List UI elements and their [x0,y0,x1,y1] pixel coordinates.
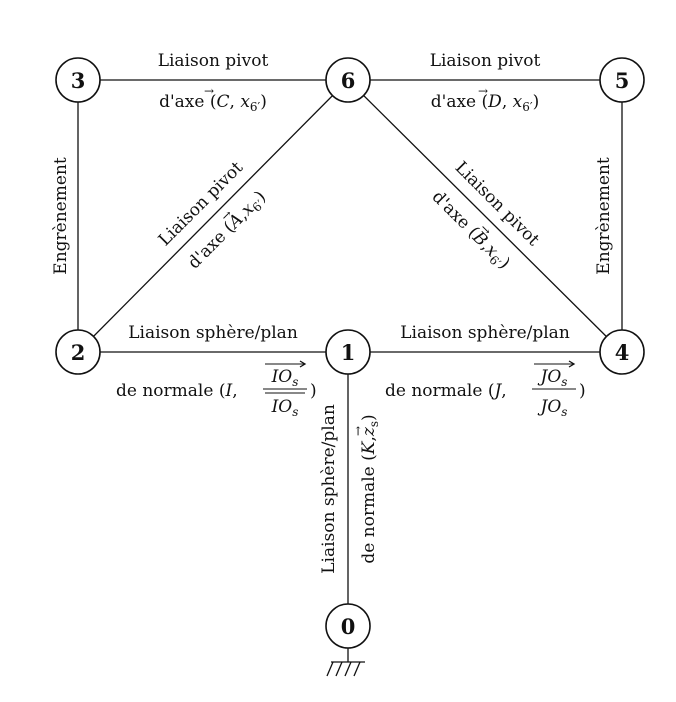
node-4[interactable]: 4 [599,329,645,375]
vector-arrow: → [351,426,365,436]
node-2-label: 2 [71,340,86,365]
label-1-4-line1: Liaison sphère/plan [400,323,570,343]
node-4-label: 4 [615,340,630,365]
label-2-1-line1: Liaison sphère/plan [128,323,298,343]
label-3-6-line1: Liaison pivot [158,51,269,71]
node-3[interactable]: 3 [55,57,101,103]
node-2[interactable]: 2 [55,329,101,375]
node-0-label: 0 [341,614,356,639]
svg-text:IOs: IOs [271,367,299,389]
node-1-label: 1 [341,340,356,365]
label-5-4: Engrènement [594,157,614,275]
svg-text:de normale (I,: de normale (I, [116,381,238,401]
svg-text:de normale (J,: de normale (J, [385,381,507,401]
label-3-2: Engrènement [51,157,71,275]
vector-arrow: → [204,84,214,98]
svg-text:JOs: JOs [538,397,568,419]
svg-text:JOs: JOs [538,367,568,389]
node-6[interactable]: 6 [325,57,371,103]
svg-text:): ) [310,381,317,401]
svg-text:): ) [579,381,586,401]
label-6-5-line1: Liaison pivot [430,51,541,71]
node-1[interactable]: 1 [325,329,371,375]
label-3-6-line2: d'axe (C, x6′) [159,92,267,114]
label-6-5-line2: d'axe (D, x6′) [431,92,539,114]
node-3-label: 3 [71,68,86,93]
node-0[interactable]: 0 [325,603,371,649]
node-5-label: 5 [615,68,630,93]
edge-6-2 [77,79,349,353]
label-2-1-line2: de normale (I, IOs IOs ) [116,360,317,419]
label-1-0-line2: de normale (K,zs) [359,414,381,563]
label-1-4-line2: de normale (J, JOs JOs ) [385,360,586,419]
label-1-0-line1: Liaison sphère/plan [319,404,339,574]
svg-text:IOs: IOs [271,397,299,419]
node-6-label: 6 [341,68,356,93]
edge-6-4 [347,79,623,353]
ground-icon [326,648,365,677]
node-5[interactable]: 5 [599,57,645,103]
vector-arrow: → [478,84,488,98]
